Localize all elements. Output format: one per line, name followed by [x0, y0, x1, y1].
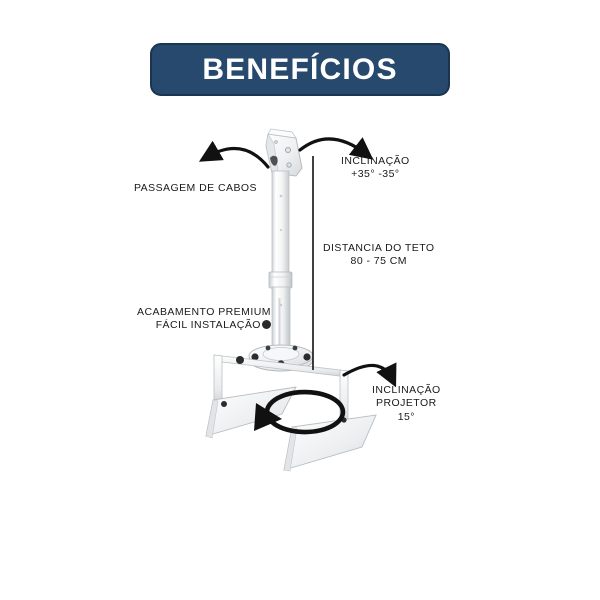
callout-line-text: FÁCIL INSTALAÇÃO: [155, 319, 261, 332]
mount-leg-left: [213, 354, 223, 405]
callout-line: DISTANCIA DO TETO: [323, 242, 435, 254]
callout-line-with-bullet: FÁCIL INSTALAÇÃO: [137, 319, 271, 332]
projector-arm-right: [283, 414, 377, 472]
title-banner: BENEFÍCIOS: [150, 43, 450, 96]
callout-line: INCLINAÇÃO: [372, 384, 441, 396]
tilt-arrow: [298, 137, 374, 160]
bullet-dot-icon: [261, 320, 271, 330]
page-title: BENEFÍCIOS: [202, 52, 398, 86]
upper-pole: [271, 170, 290, 276]
callout-inclinacao: INCLINAÇÃO +35° -35°: [341, 155, 410, 182]
callout-value: 80 - 75 CM: [350, 255, 407, 268]
cable-pass-arrow: [198, 140, 270, 169]
ceiling-bracket-head: [265, 128, 303, 177]
callout-line: ACABAMENTO PREMIUM: [137, 306, 271, 318]
lower-pole: [271, 286, 291, 355]
telescoping-joint: [268, 271, 293, 289]
callout-value: 15°: [397, 410, 415, 423]
callout-inclinacao-projetor: INCLINAÇÃO PROJETOR 15°: [372, 384, 441, 424]
rotation-arrow: [254, 389, 346, 435]
callout-line: PROJETOR: [376, 397, 437, 410]
callout-passagem-de-cabos: PASSAGEM DE CABOS: [134, 182, 257, 195]
callout-acabamento-premium: ACABAMENTO PREMIUM FÁCIL INSTALAÇÃO: [137, 306, 271, 333]
projector-tilt-arrow: [342, 362, 397, 388]
callout-distancia-do-teto: DISTANCIA DO TETO 80 - 75 CM: [323, 242, 435, 269]
callout-line: PASSAGEM DE CABOS: [134, 182, 257, 194]
callout-value: +35° -35°: [351, 168, 400, 181]
callout-line: INCLINAÇÃO: [341, 155, 410, 167]
